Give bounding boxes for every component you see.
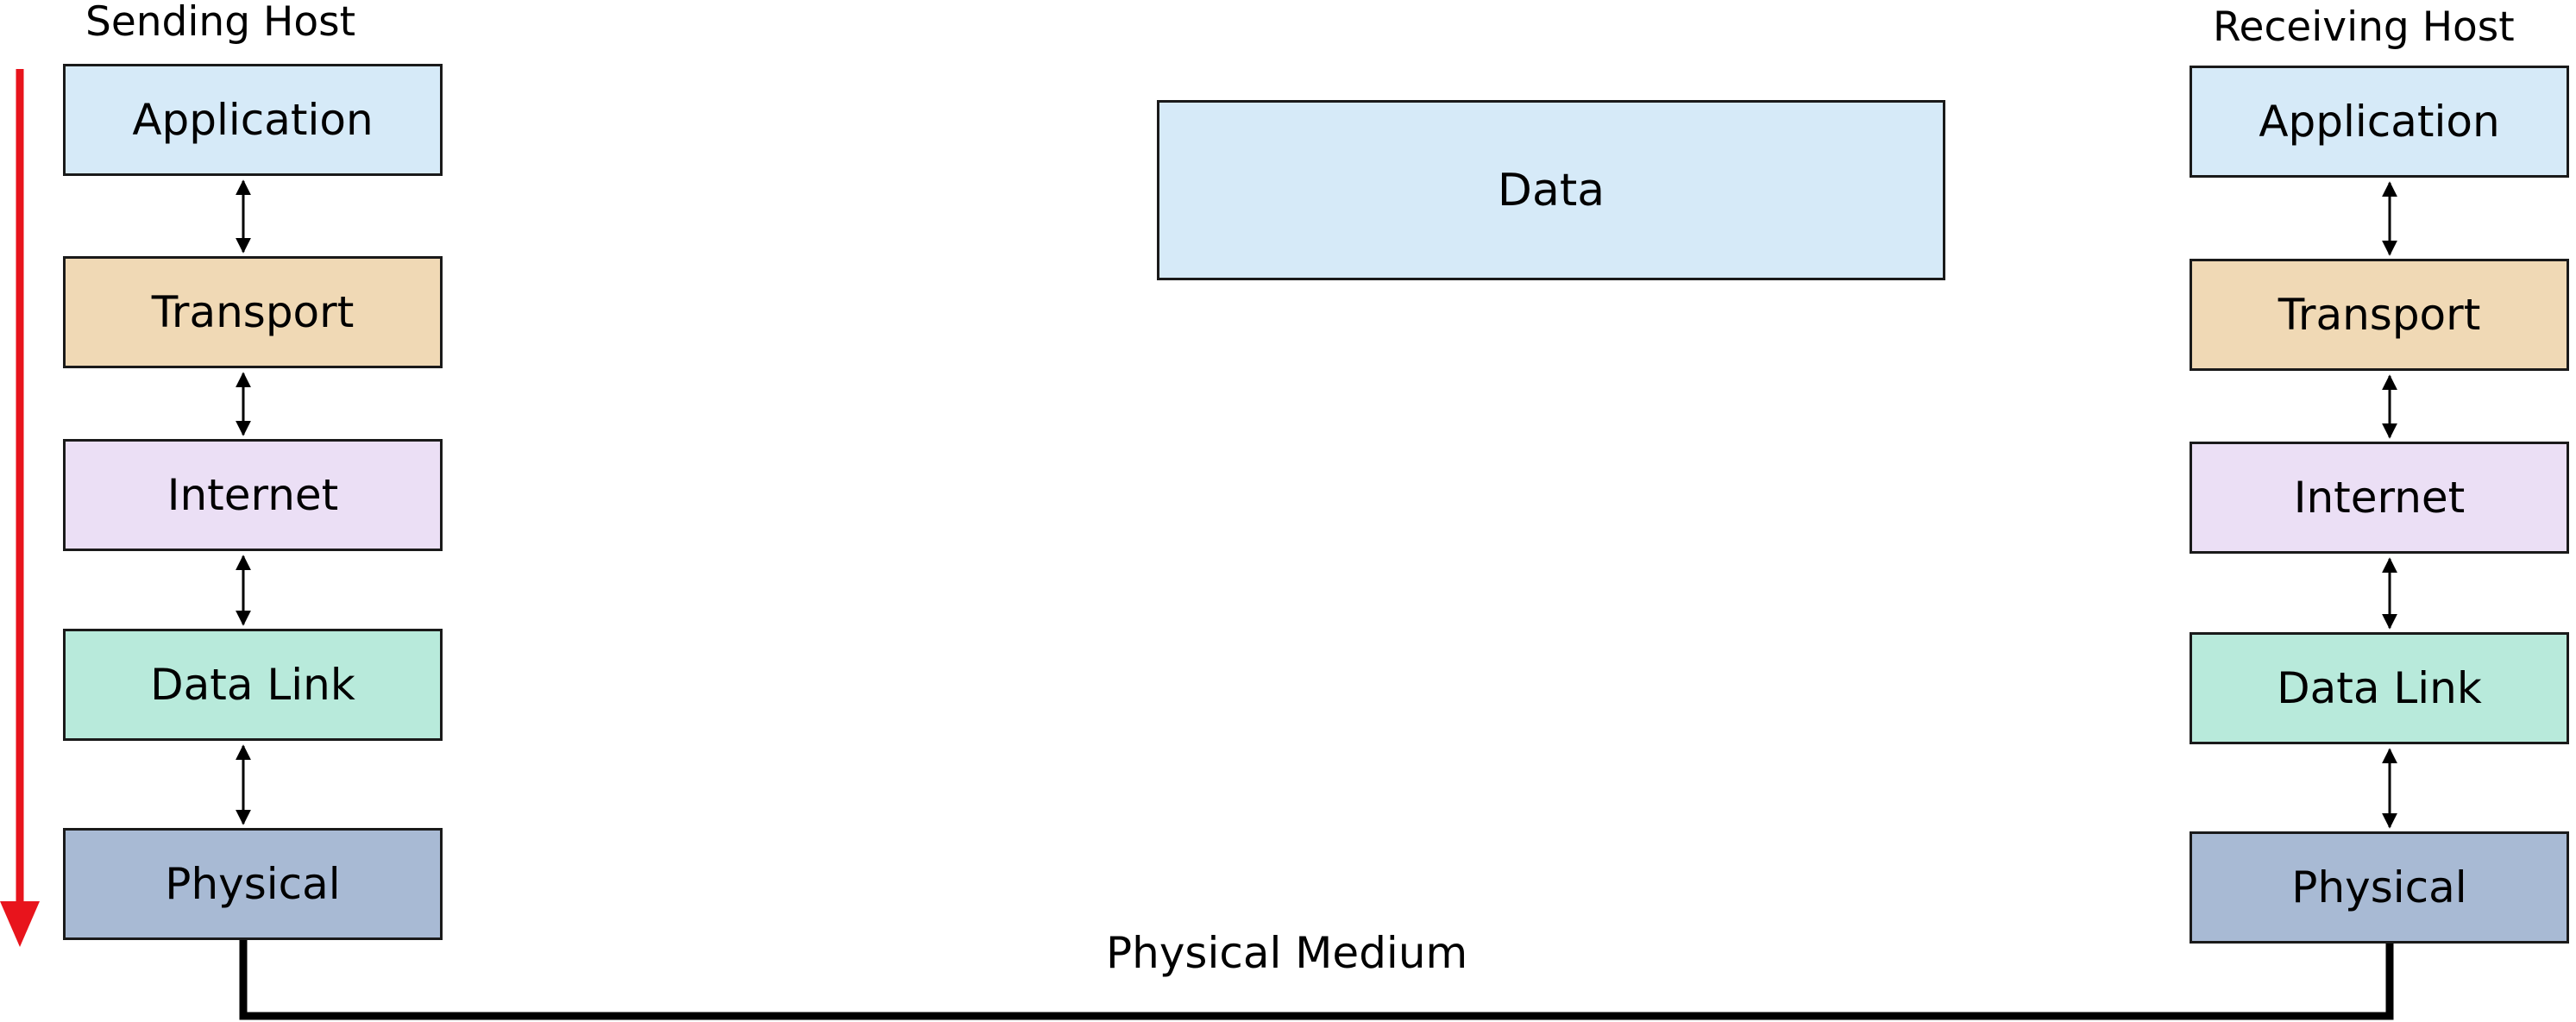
receiving-host-title: Receiving Host — [2213, 3, 2515, 51]
send-flow-arrow — [0, 69, 40, 947]
sending-transport-layer: Transport — [63, 256, 443, 368]
physical-medium-line — [239, 940, 2394, 1020]
receiving-transport-layer: Transport — [2190, 259, 2569, 371]
receiving-internet-layer: Internet — [2190, 442, 2569, 554]
receiving-data-link-layer: Data Link — [2190, 632, 2569, 744]
sending-internet-layer: Internet — [63, 439, 443, 551]
physical-medium-label: Physical Medium — [1106, 928, 1468, 978]
sending-host-title: Sending Host — [85, 0, 356, 46]
data-unit-box: Data — [1157, 100, 1945, 280]
sending-application-layer: Application — [63, 64, 443, 176]
sending-physical-layer: Physical — [63, 828, 443, 940]
sending-data-link-layer: Data Link — [63, 629, 443, 741]
receiving-application-layer: Application — [2190, 66, 2569, 178]
receiving-physical-layer: Physical — [2190, 831, 2569, 944]
